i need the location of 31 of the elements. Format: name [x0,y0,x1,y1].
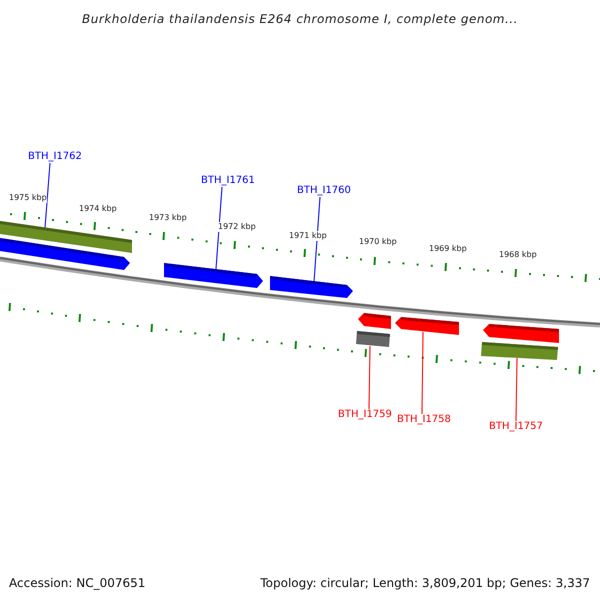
gene-feature [395,317,459,335]
gene-label: BTH_I1760 [297,184,351,197]
gene-bar [481,342,558,360]
scale-label: 1968 kbp [499,250,537,260]
scale-label: 1975 kbp [9,193,47,203]
scale-label: 1974 kbp [79,204,117,214]
leader-line [422,332,424,414]
gene-feature [0,238,130,270]
leader-line [216,186,222,270]
leader-line [368,346,370,410]
footer-text: Topology: circular; Length: 3,809,201 bp; Genes: 3,337 [260,575,590,592]
gene-label: BTH_I1762 [28,150,82,163]
leader-line [314,196,320,282]
gene-bar [356,331,390,347]
leader-line [516,358,518,422]
scale-label: 1973 kbp [149,213,187,223]
gene-feature [358,313,391,329]
gene-feature [270,276,353,298]
scale-label: 1969 kbp [429,244,467,254]
gene-feature [483,324,559,343]
gene-feature [164,263,263,288]
leader-line [44,162,50,228]
gene-label: BTH_I1757 [489,420,543,433]
gene-label: BTH_I1759 [338,408,392,421]
gene-label: BTH_I1761 [201,174,255,187]
title: Burkholderia thailandensis E264 chromosome I, complete genom... [81,11,519,28]
scale-label: 1970 kbp [359,237,397,247]
gene-label: BTH_I1758 [397,413,451,426]
scale-label: 1972 kbp [218,222,256,232]
footer-text: Accession: NC_007651 [9,575,146,592]
scale-label: 1971 kbp [289,231,327,241]
